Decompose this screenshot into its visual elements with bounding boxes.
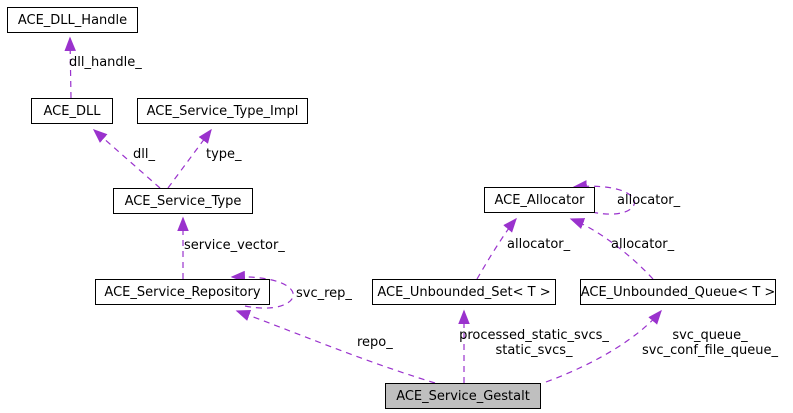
node-ace-service-type[interactable]: ACE_Service_Type <box>113 188 253 214</box>
node-ace-unbounded-queue[interactable]: ACE_Unbounded_Queue< T > <box>580 279 776 305</box>
edge-label-dll-handle: dll_handle_ <box>69 55 142 70</box>
edge-label-static-svcs: processed_static_svcs_ static_svcs_ <box>459 328 609 358</box>
node-ace-unbounded-set[interactable]: ACE_Unbounded_Set< T > <box>372 279 556 305</box>
edge-label-allocator-self: allocator_ <box>617 193 681 208</box>
node-ace-service-gestalt: ACE_Service_Gestalt <box>385 383 541 409</box>
edge-dll <box>92 129 161 189</box>
edge-label-dll: dll_ <box>133 147 155 162</box>
edge-label-static-svcs-line: static_svcs_ <box>495 343 573 358</box>
edge-label-allocator-set: allocator_ <box>507 237 571 252</box>
node-ace-service-repository[interactable]: ACE_Service_Repository <box>95 279 270 305</box>
edge-label-processed-static-svcs-line: processed_static_svcs_ <box>459 328 609 343</box>
node-ace-dll-handle[interactable]: ACE_DLL_Handle <box>7 7 138 33</box>
edge-repo <box>235 309 436 384</box>
edge-type <box>167 128 212 189</box>
edge-allocator-self-loop <box>572 180 635 215</box>
node-ace-allocator[interactable]: ACE_Allocator <box>484 187 595 213</box>
edge-svc-queue <box>545 309 662 383</box>
edge-label-allocator-queue: allocator_ <box>611 237 675 252</box>
edge-label-repo: repo_ <box>357 335 393 350</box>
edge-allocator-from-queue <box>569 218 654 280</box>
node-ace-service-type-impl[interactable]: ACE_Service_Type_Impl <box>137 98 308 124</box>
edge-allocator-from-set <box>476 217 517 280</box>
edge-label-type: type_ <box>206 147 242 162</box>
edge-label-svc-queue: svc_queue_ svc_conf_file_queue_ <box>642 328 778 358</box>
edge-label-svc-conf-file-queue-line: svc_conf_file_queue_ <box>641 343 779 358</box>
edge-label-service-vector: service_vector_ <box>184 238 285 253</box>
edge-label-svc-queue-line: svc_queue_ <box>672 328 748 343</box>
edge-label-svc-rep: svc_rep_ <box>296 286 352 301</box>
node-ace-dll[interactable]: ACE_DLL <box>31 98 113 124</box>
